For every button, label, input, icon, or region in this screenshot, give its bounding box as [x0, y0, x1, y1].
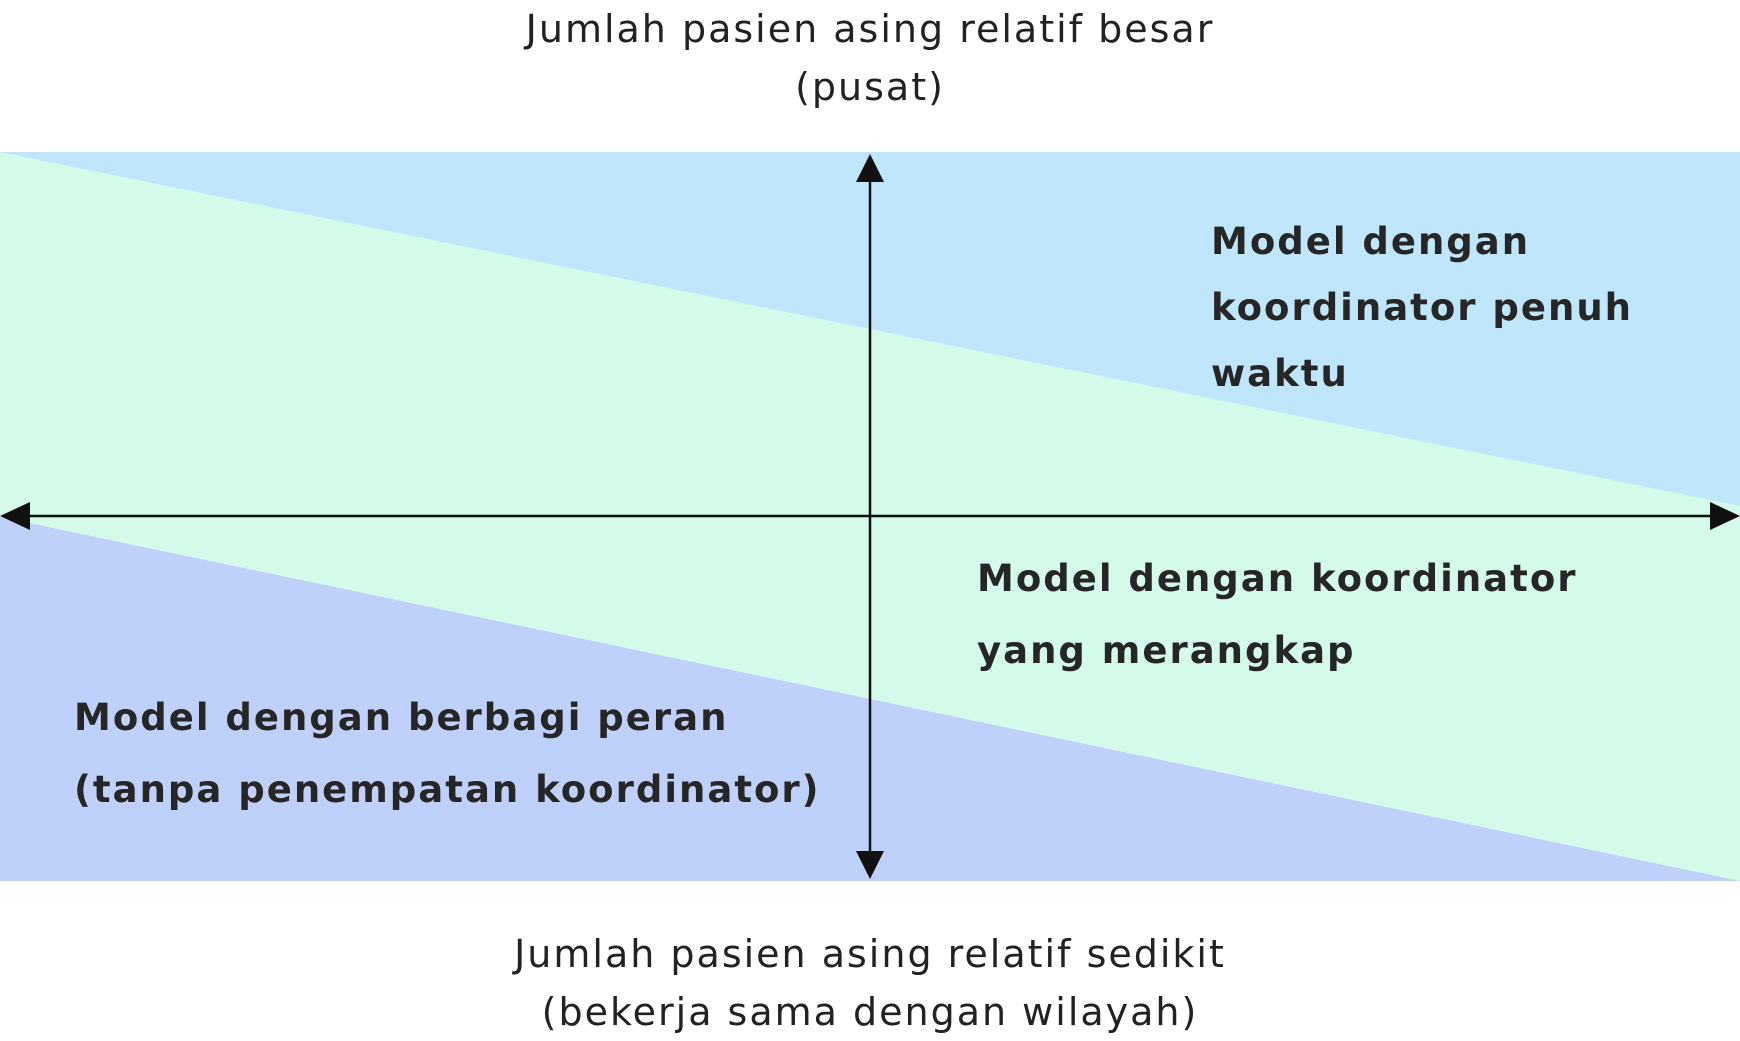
up-arrowhead-icon [856, 154, 884, 182]
region-label-parttime-line2: yang merangkap [977, 629, 1356, 672]
quadrant-diagram [0, 152, 1740, 881]
region-label-parttime: Model dengan koordinator yang merangkap [977, 543, 1578, 687]
top-axis-label: Jumlah pasien asing relatif besar (pusat… [0, 0, 1740, 116]
region-label-fulltime-line1: Model dengan [1211, 220, 1531, 263]
top-axis-label-line2: (pusat) [795, 65, 945, 109]
region-label-fulltime: Model dengan koordinator penuh waktu [1211, 209, 1633, 407]
bottom-axis-label: Jumlah pasien asing relatif sedikit (bek… [0, 925, 1740, 1041]
region-label-fulltime-line2: koordinator penuh [1211, 286, 1634, 329]
region-label-shared-line1: Model dengan berbagi peran [74, 696, 729, 739]
region-label-parttime-line1: Model dengan koordinator [977, 557, 1578, 600]
region-label-shared: Model dengan berbagi peran (tanpa penemp… [74, 682, 821, 826]
right-arrowhead-icon [1710, 502, 1740, 530]
top-axis-label-line1: Jumlah pasien asing relatif besar [525, 7, 1215, 51]
region-label-shared-line2: (tanpa penempatan koordinator) [74, 768, 821, 811]
bottom-axis-label-line2: (bekerja sama dengan wilayah) [541, 990, 1199, 1034]
bottom-axis-label-line1: Jumlah pasien asing relatif sedikit [514, 932, 1226, 976]
left-arrowhead-icon [0, 502, 30, 530]
down-arrowhead-icon [856, 851, 884, 879]
region-label-fulltime-line3: waktu [1211, 352, 1349, 395]
